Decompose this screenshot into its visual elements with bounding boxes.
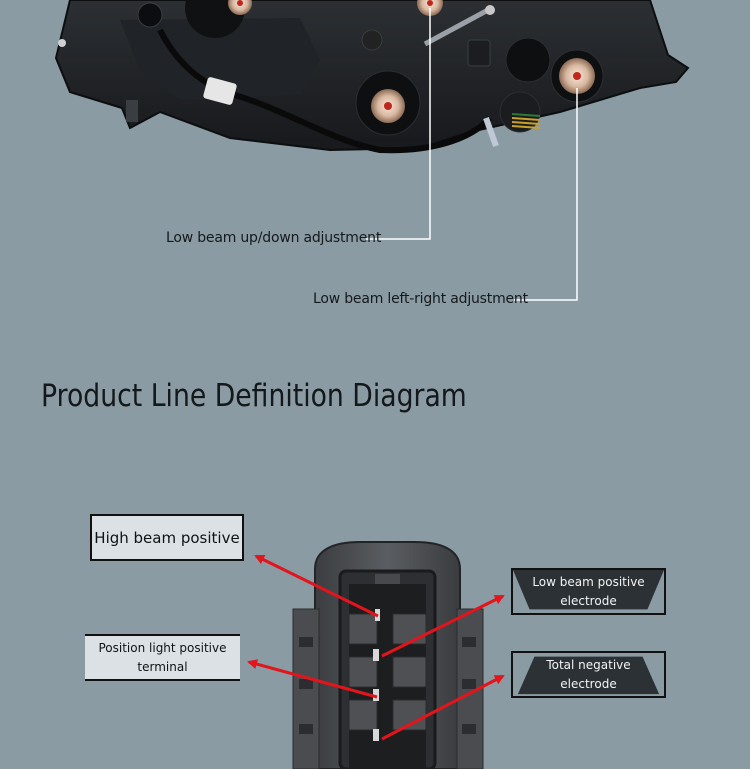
headlamp-housing-image (54, 0, 690, 154)
high-beam-positive-label: High beam positive (94, 528, 240, 547)
box-fill-shape (513, 653, 664, 696)
low-beam-positive-label: Low beam positive electrode (532, 573, 644, 611)
low-beam-line1: Low beam positive (532, 574, 645, 589)
low-beam-positive-box: Low beam positive electrode (511, 568, 666, 615)
connector-plug-image (292, 541, 484, 769)
low-beam-leftright-label: Low beam left-right adjustment (313, 291, 528, 307)
position-light-label: Position light positive terminal (98, 639, 226, 677)
position-light-line2: terminal (137, 659, 188, 674)
arrow-high-beam (254, 554, 379, 618)
low-beam-line2: electrode (560, 593, 617, 608)
total-negative-box: Total negative electrode (511, 651, 666, 698)
high-beam-positive-box: High beam positive (90, 514, 244, 561)
callout-leader-lines (366, 8, 578, 301)
arrow-position-light (247, 659, 378, 699)
leader-line-leftright (514, 88, 578, 301)
leader-line-updown (366, 8, 431, 240)
arrow-low-beam (381, 594, 505, 658)
total-negative-line2: electrode (560, 676, 617, 691)
total-negative-label: Total negative electrode (546, 656, 630, 694)
section-title: Product Line Definition Diagram (41, 378, 467, 414)
position-light-box: Position light positive terminal (85, 634, 240, 681)
position-light-line1: Position light positive (98, 640, 227, 655)
box-fill-shape (513, 570, 664, 613)
low-beam-updown-label: Low beam up/down adjustment (166, 230, 382, 246)
total-negative-line1: Total negative (546, 657, 631, 672)
arrow-total-negative (381, 674, 505, 741)
